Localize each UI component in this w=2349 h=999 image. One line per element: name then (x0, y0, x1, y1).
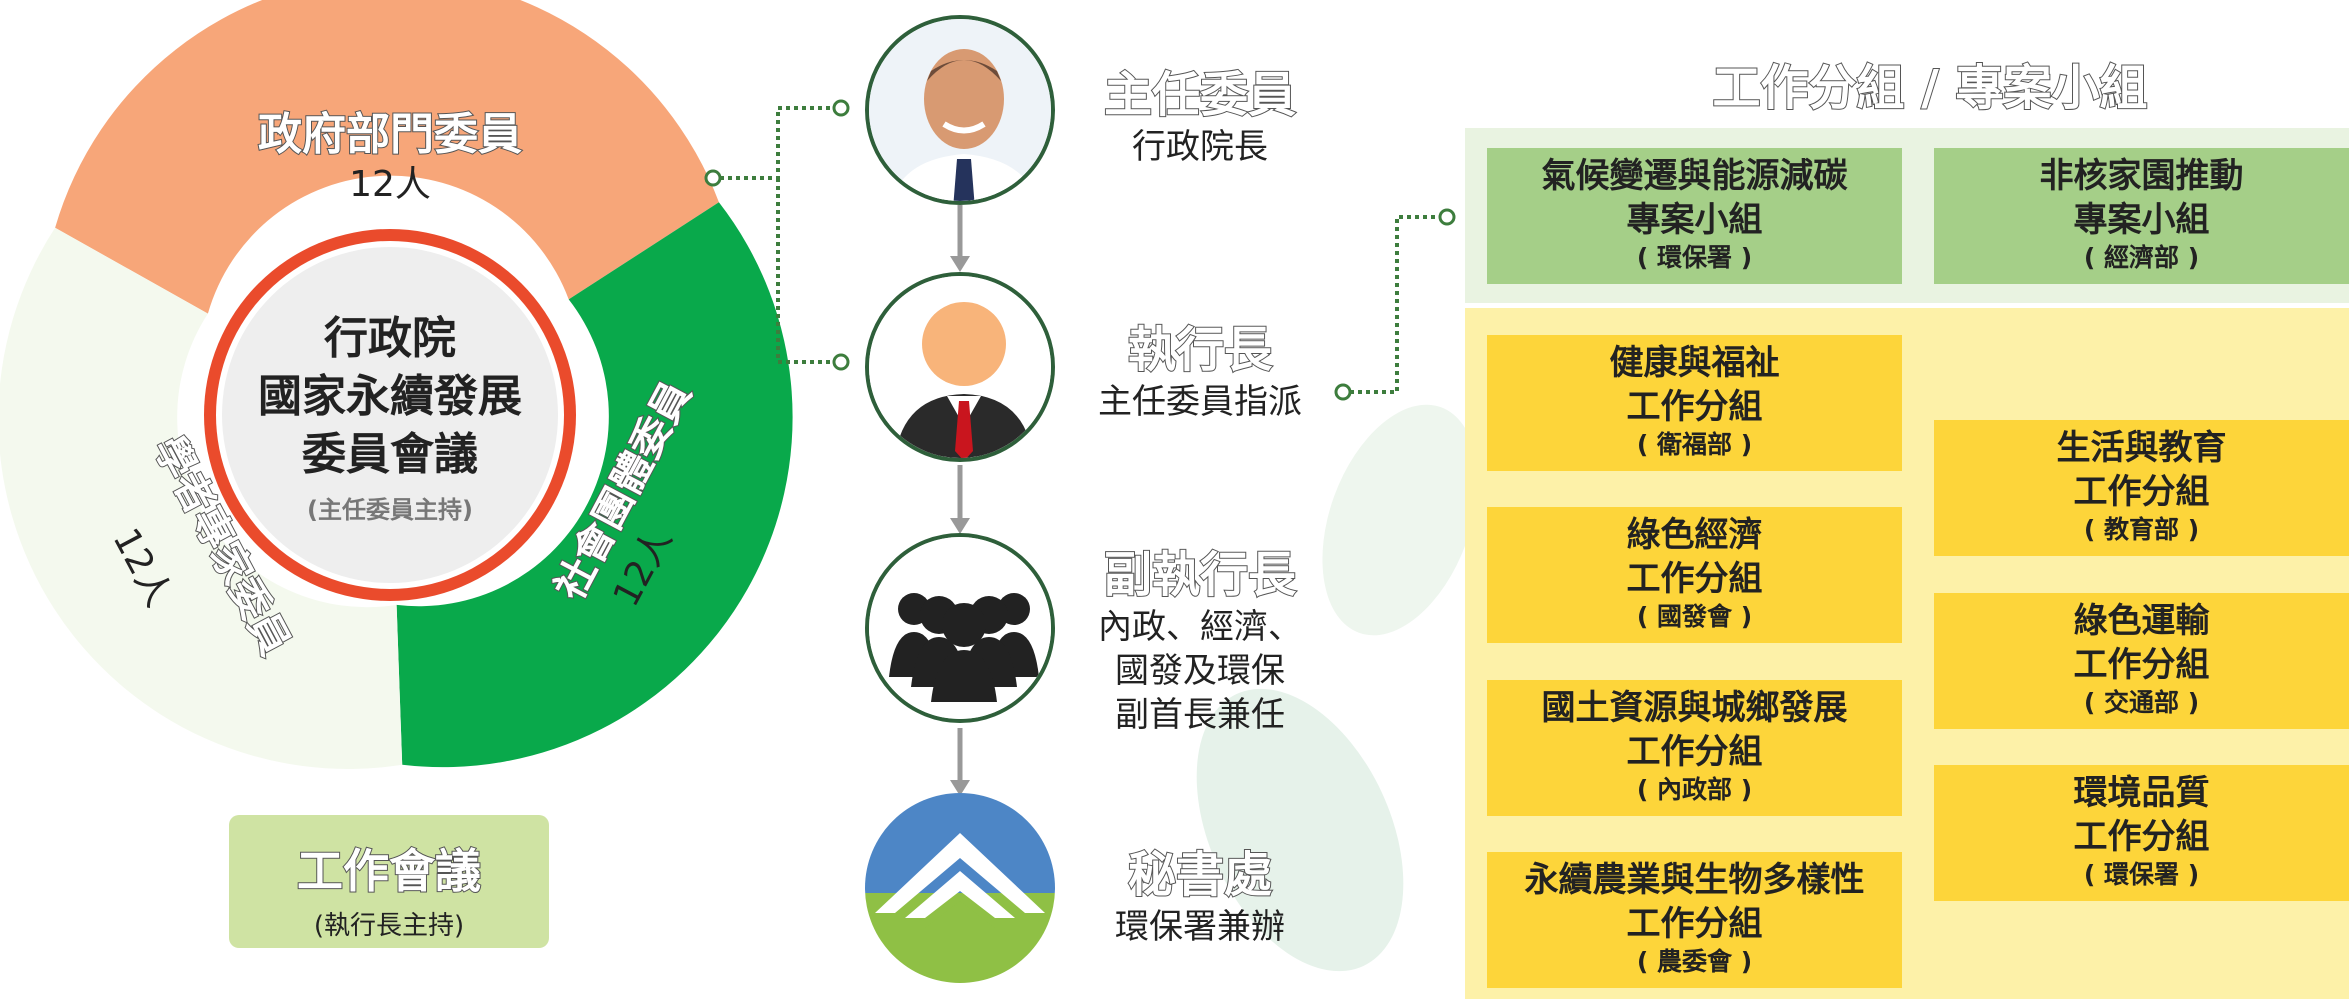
group-dept: ( 交通部 ) (2083, 688, 2200, 717)
project-group-climate: 氣候變遷與能源減碳 專案小組 ( 環保署 ) (1487, 148, 1902, 284)
connector-dot (832, 99, 850, 117)
role-secretariat-title: 秘書處 (1127, 846, 1273, 904)
group-name-line2: 專案小組 (1626, 200, 1763, 240)
role-ceo: 執行長 主任委員指派 (1085, 310, 1315, 424)
group-name-line1: 國土資源與城鄉發展 (1541, 688, 1848, 728)
segment-social (396, 202, 793, 768)
connector-dot (1438, 208, 1456, 226)
group-name-line1: 綠色經濟 (1626, 515, 1763, 555)
chair-avatar (865, 15, 1055, 205)
vice-ceo-avatar (865, 533, 1055, 723)
council-name-line2: 國家永續發展 (258, 371, 522, 422)
work-meeting-host: (執行長主持) (313, 911, 465, 941)
group-dept: ( 經濟部 ) (2083, 243, 2200, 272)
group-name-line1: 健康與福祉 (1609, 343, 1780, 383)
group-name-line2: 工作分組 (2073, 817, 2210, 857)
group-dept: ( 教育部 ) (2083, 515, 2200, 544)
group-dept: ( 內政部 ) (1636, 775, 1753, 804)
group-name-line1: 氣候變遷與能源減碳 (1541, 156, 1848, 196)
segment-scholars (0, 227, 403, 769)
project-group-nuclear-free: 非核家園推動 專案小組 ( 經濟部 ) (1934, 148, 2349, 284)
hierarchy-arrows (950, 205, 970, 796)
group-people-icon (869, 537, 1051, 719)
connector-to-panel (1350, 215, 1440, 394)
role-vice-ceo-desc-1: 內政、經濟、 (1098, 607, 1302, 647)
center-disc (222, 247, 558, 583)
group-name-line2: 工作分組 (2073, 472, 2210, 512)
group-dept: ( 環保署 ) (2083, 860, 2200, 889)
council-name-line1: 行政院 (324, 313, 456, 364)
work-group-agriculture: 永續農業與生物多樣性 工作分組 ( 農委會 ) (1487, 852, 1902, 988)
segment-government-count: 12人 (349, 164, 431, 205)
connector-dot (832, 353, 850, 371)
group-dept: ( 國發會 ) (1636, 602, 1753, 631)
group-name-line2: 專案小組 (2073, 200, 2210, 240)
role-chair-desc: 行政院長 (1132, 127, 1268, 167)
segment-government-label: 政府部門委員 (257, 108, 523, 161)
group-name-line2: 工作分組 (1626, 559, 1763, 599)
role-vice-ceo: 副執行長 內政、經濟、 國發及環保 副首長兼任 (1085, 535, 1315, 737)
council-name-line3: 委員會議 (302, 429, 478, 480)
group-name-line1: 環境品質 (2073, 773, 2210, 813)
group-dept: ( 衛福部 ) (1636, 430, 1753, 459)
work-group-health: 健康與福祉 工作分組 ( 衛福部 ) (1487, 335, 1902, 471)
group-name-line1: 非核家園推動 (2039, 156, 2244, 196)
role-vice-ceo-desc-2: 國發及環保 (1115, 651, 1285, 691)
group-name-line2: 工作分組 (2073, 645, 2210, 685)
work-group-land: 國土資源與城鄉發展 工作分組 ( 內政部 ) (1487, 680, 1902, 816)
role-secretariat-desc: 環保署兼辦 (1115, 907, 1285, 947)
leaf-decor (1322, 404, 1478, 636)
role-ceo-desc: 主任委員指派 (1098, 382, 1302, 422)
secretariat-logo (865, 793, 1055, 983)
group-name-line2: 工作分組 (1626, 387, 1763, 427)
role-vice-ceo-desc-3: 副首長兼任 (1115, 695, 1285, 735)
connector-to-ceo (776, 178, 835, 364)
role-secretariat: 秘書處 環保署兼辦 (1085, 835, 1315, 949)
role-chair: 主任委員 行政院長 (1085, 55, 1315, 169)
panel-title: 工作分組 / 專案小組 (1712, 59, 2149, 117)
person-photo-icon (869, 19, 1051, 201)
person-silhouette-icon (869, 276, 1051, 458)
role-vice-ceo-title: 副執行長 (1103, 546, 1297, 604)
segment-government (55, 0, 719, 314)
work-group-environment: 環境品質 工作分組 ( 環保署 ) (1934, 765, 2349, 901)
work-meeting-title: 工作會議 (296, 843, 482, 899)
role-chair-title: 主任委員 (1103, 66, 1297, 124)
ceo-avatar (865, 272, 1055, 462)
work-group-green-economy: 綠色經濟 工作分組 ( 國發會 ) (1487, 507, 1902, 643)
council-name: 行政院 國家永續發展 委員會議 (主任委員主持) (190, 310, 590, 525)
group-name-line1: 綠色運輸 (2073, 601, 2210, 641)
connector-to-chair (720, 106, 835, 180)
work-group-education: 生活與教育 工作分組 ( 教育部 ) (1934, 420, 2349, 556)
work-meeting-box: 工作會議 (執行長主持) (229, 815, 549, 948)
connector-dot (1334, 383, 1352, 401)
work-group-transport: 綠色運輸 工作分組 ( 交通部 ) (1934, 593, 2349, 729)
group-dept: ( 農委會 ) (1636, 947, 1753, 976)
epa-logo-icon (865, 793, 1055, 983)
group-name-line1: 生活與教育 (2056, 428, 2227, 468)
role-ceo-title: 執行長 (1127, 321, 1273, 379)
council-host: (主任委員主持) (307, 496, 473, 524)
leaf-decor (1196, 688, 1404, 972)
group-name-line2: 工作分組 (1626, 732, 1763, 772)
connector-dot (704, 169, 722, 187)
group-dept: ( 環保署 ) (1636, 243, 1753, 272)
group-name-line1: 永續農業與生物多樣性 (1524, 860, 1865, 900)
group-name-line2: 工作分組 (1626, 904, 1763, 944)
